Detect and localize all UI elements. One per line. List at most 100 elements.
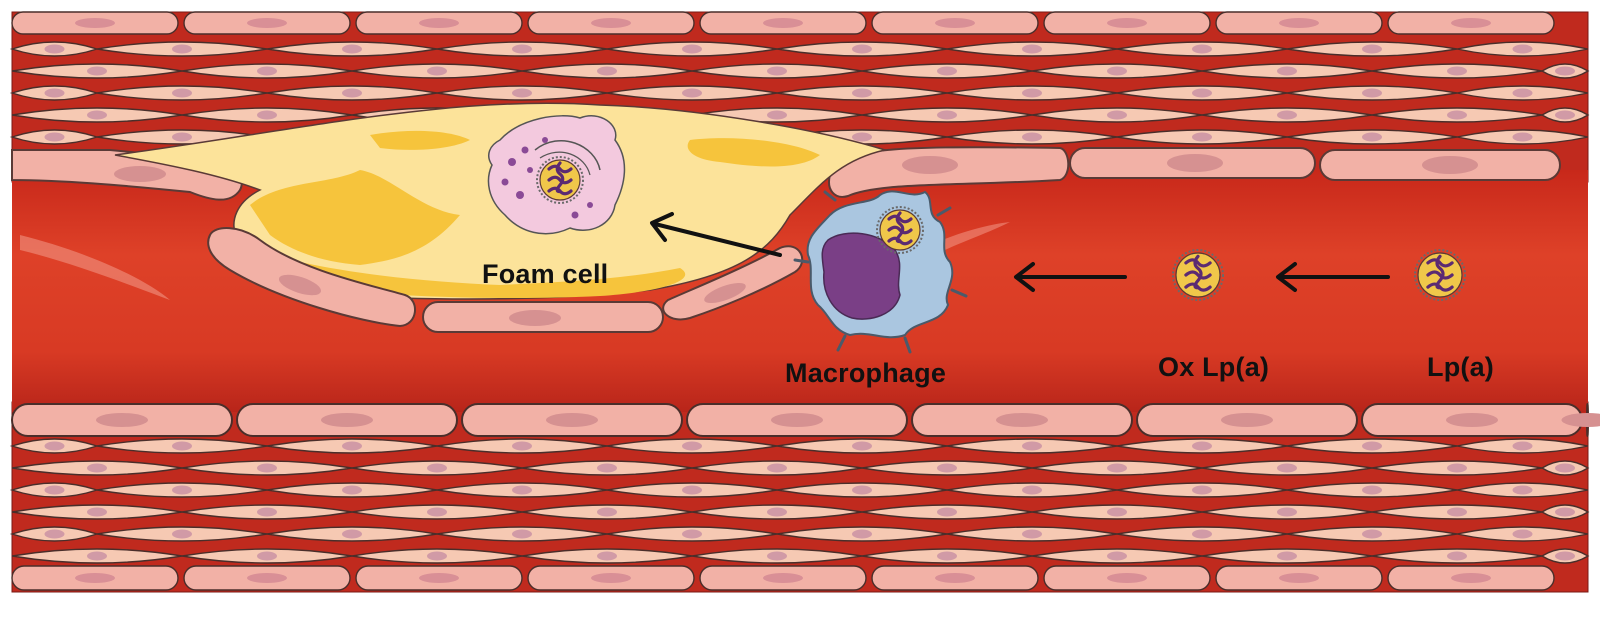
cell-nucleus: [1279, 573, 1319, 583]
cell-nucleus: [172, 89, 192, 98]
cell-nucleus: [767, 508, 787, 517]
cell-nucleus: [1107, 508, 1127, 517]
cell-nucleus: [1451, 18, 1491, 28]
foam-cell-particle-icon: [537, 157, 583, 203]
cell-nucleus: [1107, 111, 1127, 120]
cell-nucleus: [682, 530, 702, 539]
cell-nucleus: [682, 442, 702, 451]
cell-nucleus: [852, 442, 872, 451]
cell-nucleus: [1192, 133, 1212, 142]
cell-nucleus: [1279, 18, 1319, 28]
cell-nucleus: [597, 552, 617, 561]
cell-nucleus: [45, 486, 65, 495]
cell-nucleus: [1022, 442, 1042, 451]
cell-nucleus: [75, 18, 115, 28]
cell-nucleus: [682, 45, 702, 54]
cell-nucleus: [96, 413, 148, 427]
cell-nucleus: [935, 18, 975, 28]
cell-nucleus: [427, 508, 447, 517]
cell-nucleus: [1277, 464, 1297, 473]
cell-nucleus: [597, 67, 617, 76]
cell-nucleus: [45, 442, 65, 451]
cell-nucleus: [1022, 486, 1042, 495]
cell-nucleus: [1513, 89, 1533, 98]
cell-nucleus: [1277, 111, 1297, 120]
cell-nucleus: [172, 530, 192, 539]
cell-nucleus: [1555, 552, 1575, 561]
cell-nucleus: [512, 530, 532, 539]
cell-nucleus: [1022, 133, 1042, 142]
cell-nucleus: [1513, 442, 1533, 451]
cell-nucleus: [45, 89, 65, 98]
cell-nucleus: [87, 508, 107, 517]
cell-nucleus: [1447, 508, 1467, 517]
macrophage-label: Macrophage: [785, 358, 946, 389]
cell-nucleus: [1107, 18, 1147, 28]
cell-nucleus: [45, 530, 65, 539]
cell-nucleus: [852, 89, 872, 98]
cell-nucleus: [1447, 552, 1467, 561]
cell-nucleus: [1362, 486, 1382, 495]
cell-nucleus: [597, 464, 617, 473]
cell-nucleus: [342, 442, 362, 451]
cell-nucleus: [1555, 67, 1575, 76]
cell-nucleus: [342, 89, 362, 98]
cell-nucleus: [767, 111, 787, 120]
cell-nucleus: [1362, 133, 1382, 142]
cell-nucleus: [1447, 111, 1467, 120]
cell-nucleus: [591, 573, 631, 583]
cell-nucleus: [1555, 111, 1575, 120]
cell-nucleus: [852, 530, 872, 539]
cell-nucleus: [1022, 89, 1042, 98]
cell-nucleus: [937, 67, 957, 76]
cell-nucleus: [172, 442, 192, 451]
cell-nucleus: [1447, 67, 1467, 76]
cell-nucleus: [257, 67, 277, 76]
cell-nucleus: [1277, 508, 1297, 517]
cell-nucleus: [1192, 442, 1212, 451]
cell-nucleus: [419, 573, 459, 583]
cell-nucleus: [1513, 45, 1533, 54]
cell-nucleus: [257, 552, 277, 561]
cell-nucleus: [763, 573, 803, 583]
cell-nucleus: [1107, 67, 1127, 76]
cell-nucleus: [1513, 133, 1533, 142]
cell-nucleus: [342, 486, 362, 495]
cell-nucleus: [257, 111, 277, 120]
cell-nucleus: [427, 67, 447, 76]
cell-nucleus: [1277, 552, 1297, 561]
cell-nucleus: [937, 508, 957, 517]
cell-nucleus: [1022, 530, 1042, 539]
cell-nucleus: [996, 413, 1048, 427]
cell-nucleus: [87, 67, 107, 76]
cell-nucleus: [512, 486, 532, 495]
cell-nucleus: [321, 413, 373, 427]
cell-nucleus: [1107, 464, 1127, 473]
cell-nucleus: [512, 442, 532, 451]
cell-nucleus: [342, 530, 362, 539]
cell-nucleus: [45, 133, 65, 142]
cell-nucleus: [597, 508, 617, 517]
cell-nucleus: [1221, 413, 1273, 427]
cell-nucleus: [419, 18, 459, 28]
cell-nucleus: [1022, 45, 1042, 54]
cell-nucleus: [1451, 573, 1491, 583]
cell-nucleus: [1107, 573, 1147, 583]
cell-nucleus: [247, 18, 287, 28]
ox-lpa-label: Ox Lp(a): [1158, 352, 1269, 383]
cell-nucleus: [937, 111, 957, 120]
cell-nucleus: [1107, 552, 1127, 561]
cell-nucleus: [45, 45, 65, 54]
cell-nucleus: [1192, 486, 1212, 495]
cell-nucleus: [1192, 45, 1212, 54]
cell-nucleus: [682, 89, 702, 98]
cell-nucleus: [1362, 442, 1382, 451]
cell-nucleus: [342, 45, 362, 54]
cell-nucleus: [427, 552, 447, 561]
cell-nucleus: [1447, 464, 1467, 473]
cell-nucleus: [512, 89, 532, 98]
cell-nucleus: [257, 464, 277, 473]
cell-nucleus: [512, 45, 532, 54]
